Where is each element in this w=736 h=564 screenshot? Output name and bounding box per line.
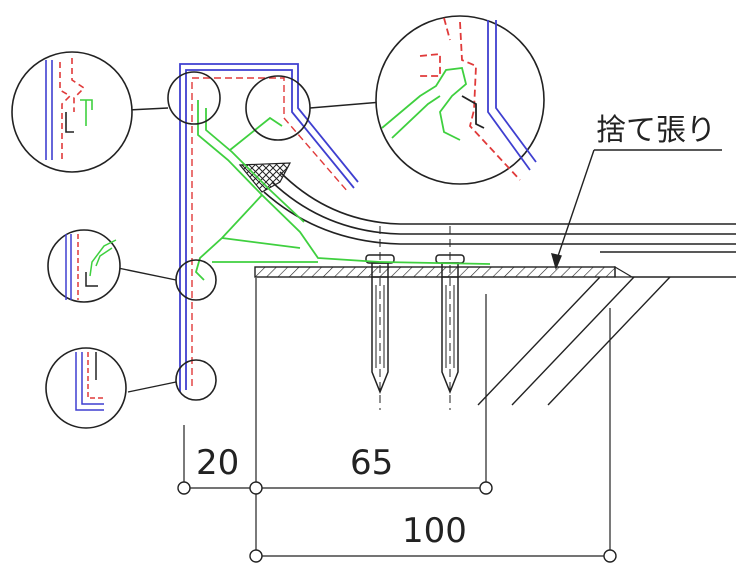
eave-clip — [194, 100, 491, 281]
detail-circle-top-right — [375, 15, 545, 185]
sheathing-board — [254, 266, 616, 278]
dimension-20: 20 — [177, 443, 256, 495]
dimension-65-label: 65 — [350, 443, 393, 483]
drip-edge-flashing — [179, 63, 359, 392]
drip-edge-dashed — [191, 77, 349, 386]
sheathing-leader — [551, 149, 722, 271]
detail-circle-bottom — [45, 347, 127, 429]
detail-circle-top-left — [11, 51, 133, 173]
sheathing-board-end — [614, 265, 635, 278]
dimension-extension-lines — [183, 278, 611, 556]
dimension-20-label: 20 — [196, 443, 239, 483]
dimension-100-label: 100 — [402, 511, 467, 551]
detail-circle-middle — [47, 229, 121, 303]
dimension-65: 65 — [249, 443, 493, 495]
callout-leaders — [117, 101, 383, 393]
roofing-layers — [263, 171, 736, 253]
nail-centerlines — [379, 226, 451, 410]
nail-left — [365, 254, 395, 395]
sheathing-label: 捨て張り — [596, 113, 716, 148]
callout-circles-small — [167, 71, 311, 401]
dimension-100: 100 — [249, 511, 617, 563]
nail-right — [435, 254, 465, 395]
fascia-hatching — [477, 276, 736, 406]
sealant-block — [238, 162, 292, 193]
